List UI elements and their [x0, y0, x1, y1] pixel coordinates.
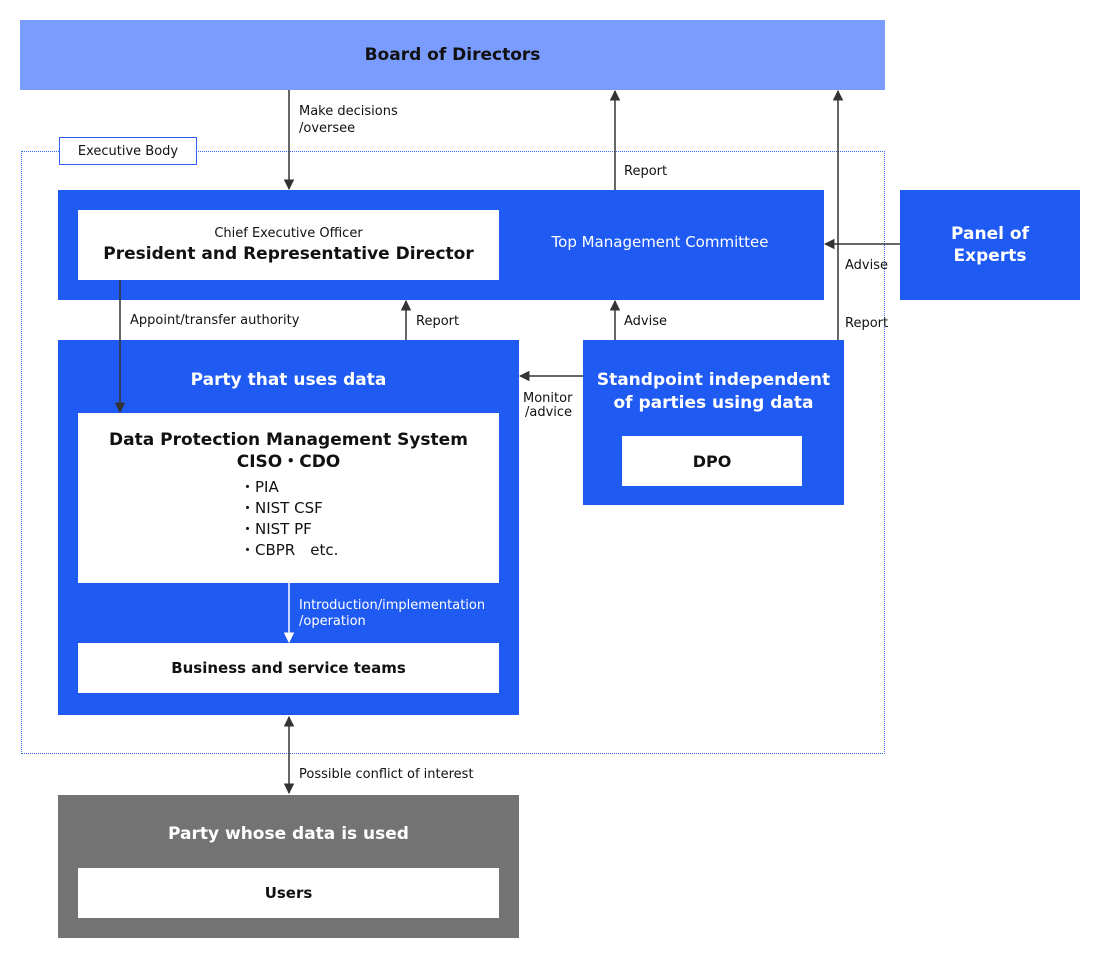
party-data-used-title: Party whose data is used [168, 824, 409, 844]
users-label: Users [264, 884, 313, 902]
panel-line-2: Experts [953, 246, 1027, 266]
panel-line-1: Panel of [951, 224, 1029, 244]
independent-standpoint-title: Standpoint independent of parties using … [583, 369, 844, 415]
dpms-title-line-2: CISO・CDO [236, 452, 341, 472]
board-of-directors-box: Board of Directors [20, 20, 885, 90]
label-conflict: Possible conflict of interest [299, 767, 474, 782]
ceo-role: Chief Executive Officer [214, 226, 363, 241]
business-teams-label: Business and service teams [171, 659, 406, 677]
independent-line-2: of parties using data [613, 393, 814, 413]
label-advise-panel: Advise [845, 258, 888, 273]
label-introduction: Introduction/implementation [299, 598, 486, 613]
list-item: ・NIST CSF [240, 499, 323, 517]
label-operation: /operation [299, 614, 366, 629]
ceo-title: President and Representative Director [103, 244, 474, 264]
label-advise-mid: Advise [624, 314, 667, 329]
dpms-box: Data Protection Management System CISO・C… [78, 413, 499, 583]
users-box: Users [78, 868, 499, 918]
ceo-box: Chief Executive Officer President and Re… [78, 210, 499, 280]
list-item: ・PIA [240, 478, 279, 496]
label-report-right: Report [845, 316, 889, 331]
dpo-box: DPO [622, 436, 802, 486]
dpo-label: DPO [692, 451, 732, 471]
list-item: ・NIST PF [240, 520, 312, 538]
board-title: Board of Directors [364, 45, 541, 65]
label-appoint: Appoint/transfer authority [130, 313, 300, 328]
executive-body-label: Executive Body [77, 143, 179, 159]
panel-of-experts-box: Panel of Experts [900, 190, 1080, 300]
dpms-title-line-1: Data Protection Management System [109, 430, 468, 450]
label-advice: /advice [525, 405, 573, 420]
business-teams-box: Business and service teams [78, 643, 499, 693]
label-oversee: /oversee [299, 121, 356, 136]
label-make-decisions: Make decisions [299, 104, 398, 119]
dpms-framework-list: ・PIA ・NIST CSF ・NIST PF ・CBPR etc. [240, 477, 499, 561]
label-monitor: Monitor [523, 391, 573, 406]
label-report-mid: Report [416, 314, 460, 329]
independent-line-1: Standpoint independent [596, 370, 831, 390]
label-report-top: Report [624, 164, 668, 179]
list-item: ・CBPR etc. [240, 541, 339, 559]
top-management-committee-label: Top Management Committee [551, 233, 769, 251]
party-uses-data-title: Party that uses data [190, 370, 387, 390]
executive-body-frame [21, 151, 885, 754]
executive-body-tag: Executive Body [59, 137, 197, 165]
